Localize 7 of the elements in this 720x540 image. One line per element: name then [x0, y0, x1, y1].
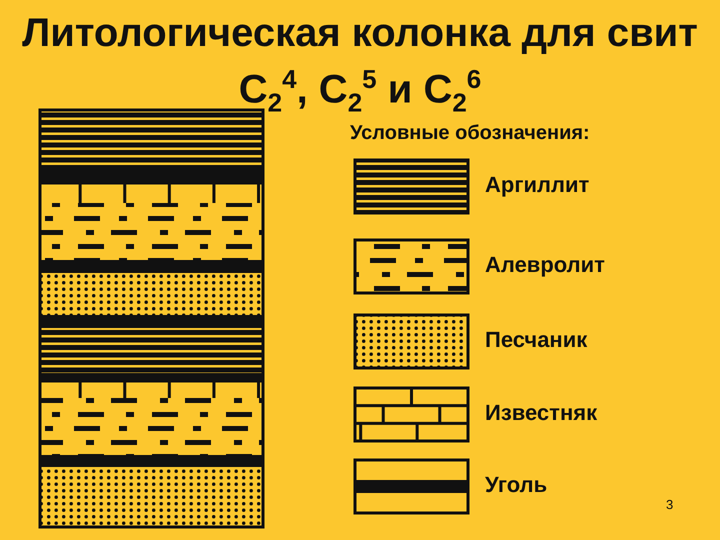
legend-label: Уголь [485, 472, 548, 498]
page-number: 3 [666, 497, 674, 512]
legend-label: Песчаник [485, 327, 588, 353]
legend-label: Аргиллит [485, 172, 590, 198]
legend-heading: Условные обозначения: [350, 122, 590, 145]
legend-label: Известняк [485, 400, 598, 426]
legend-label: Алевролит [485, 252, 605, 278]
